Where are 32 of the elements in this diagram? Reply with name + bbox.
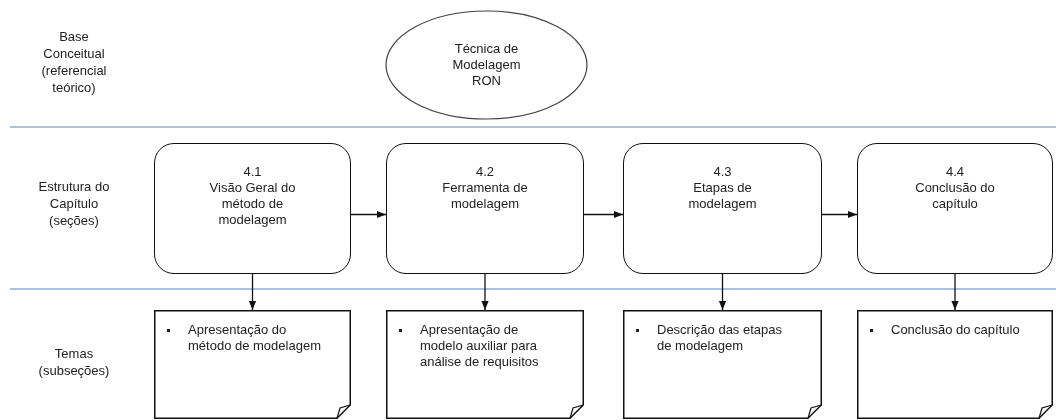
ellipse-node — [385, 10, 588, 120]
section-box — [623, 143, 822, 274]
section-title: Visão Geral do método de modelagem — [208, 180, 297, 228]
arrow — [718, 273, 727, 311]
section-number: 4.1 — [242, 164, 263, 180]
section-number: 4.2 — [474, 164, 496, 180]
bullet-text: Descrição das etapas de modelagem — [657, 322, 783, 354]
note-shape — [154, 310, 351, 419]
arrow — [583, 210, 624, 219]
node-label: Técnica de Modelagem RON — [451, 41, 522, 89]
note-shape — [623, 310, 822, 419]
section-title: Conclusão do capítulo — [914, 180, 996, 212]
bullet-text: Conclusão do capítulo — [891, 322, 1021, 338]
row-label: Base Conceitual (referencial teórico) — [40, 28, 108, 96]
section-box — [154, 143, 351, 274]
arrow — [481, 273, 489, 311]
bullet-text: Apresentação do método de modelagem — [188, 322, 322, 354]
section-box — [386, 143, 584, 274]
arrow — [248, 273, 257, 311]
section-box — [857, 143, 1053, 274]
section-title: Ferramenta de modelagem — [441, 180, 529, 212]
bullet-text: Apresentação de modelo auxiliar para análise de requisitos — [420, 322, 540, 370]
arrow — [821, 210, 858, 219]
arrow — [350, 210, 387, 219]
note-shape — [857, 310, 1053, 419]
section-number: 4.4 — [944, 164, 966, 180]
arrow — [951, 273, 959, 311]
row-label: Estrutura do Capítulo (seções) — [37, 178, 111, 229]
note-shape — [386, 310, 584, 419]
section-number: 4.3 — [712, 164, 733, 180]
row-label: Temas (subseções) — [37, 345, 111, 379]
section-title: Etapas de modelagem — [687, 180, 758, 212]
